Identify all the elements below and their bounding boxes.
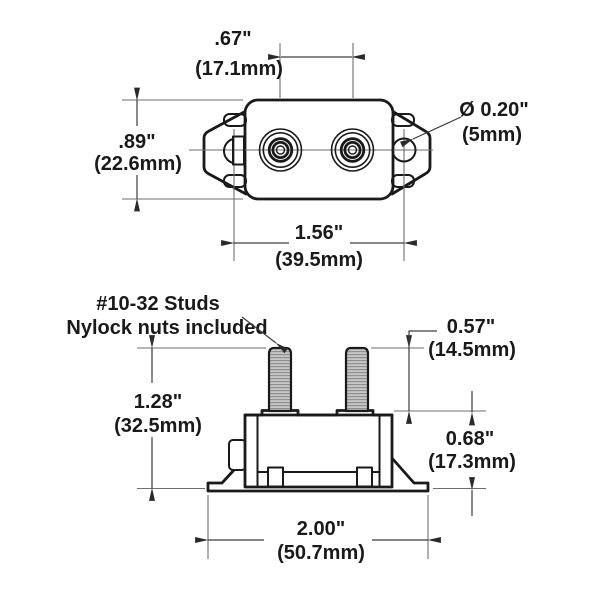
right-stud-top-view bbox=[330, 128, 375, 172]
dim-text-inch: 1.56" bbox=[295, 222, 343, 244]
dim-text-mm: (32.5mm) bbox=[114, 415, 202, 437]
right-mounting-ear bbox=[390, 109, 432, 196]
base-flange bbox=[206, 455, 430, 493]
stud-ring bbox=[275, 145, 286, 155]
dim-hook-line bbox=[408, 330, 437, 348]
dim-text-mm: (17.1mm) bbox=[195, 58, 283, 80]
dim-stud-spacing: .67" (17.1mm) bbox=[195, 28, 365, 80]
dim-hole-spacing: 1.56" (39.5mm) bbox=[221, 222, 417, 271]
dim-base-width: 2.00" (50.7mm) bbox=[195, 518, 441, 564]
right-mounting-hole bbox=[391, 137, 417, 163]
dim-text-mm: (50.7mm) bbox=[277, 542, 365, 564]
left-stud-side-view bbox=[267, 346, 293, 413]
dim-text-mm: (14.5mm) bbox=[428, 339, 516, 361]
slot-rectangle bbox=[232, 135, 245, 166]
dim-text-mm: (22.6mm) bbox=[94, 153, 182, 175]
leader-line bbox=[400, 116, 462, 148]
stud-ring bbox=[343, 140, 362, 159]
stud-ring bbox=[347, 145, 358, 155]
side-tab bbox=[228, 439, 247, 471]
stud-ring bbox=[330, 128, 375, 172]
right-stud-side-view bbox=[344, 346, 370, 413]
left-mounting-slot bbox=[223, 135, 245, 166]
ear-notch bbox=[223, 113, 247, 127]
dim-stud-height: 0.57" (14.5mm) bbox=[406, 316, 516, 424]
note-line1: #10-32 Studs bbox=[96, 293, 219, 315]
ear-notch bbox=[391, 113, 415, 127]
stud-ring bbox=[334, 132, 371, 169]
dim-text-mm: (5mm) bbox=[462, 124, 522, 146]
dim-text-mm: (17.3mm) bbox=[428, 451, 516, 473]
dim-text-inch: 0.57" bbox=[447, 316, 495, 338]
stud-ring bbox=[262, 132, 299, 169]
note-leader-line bbox=[241, 316, 289, 354]
ear-notch bbox=[223, 174, 247, 188]
dim-top-body-height: .89" (22.6mm) bbox=[94, 87, 243, 212]
dim-text-inch: .67" bbox=[214, 28, 251, 50]
dim-overall-height: 1.28" (32.5mm) bbox=[114, 335, 202, 501]
dim-text-inch: 2.00" bbox=[297, 518, 345, 540]
stud-ring bbox=[258, 128, 303, 172]
side-view: #10-32 Studs Nylock nuts included 0.57" … bbox=[66, 293, 515, 564]
top-view: .67" (17.1mm) Ø 0.20" (5mm) .89" (22.6mm… bbox=[94, 28, 529, 271]
dim-text-inch: 0.68" bbox=[446, 428, 494, 450]
left-stud-top-view bbox=[258, 128, 303, 172]
dim-text-inch: Ø 0.20" bbox=[459, 99, 529, 121]
note-line2: Nylock nuts included bbox=[66, 317, 267, 339]
dim-text-inch: 1.28" bbox=[134, 391, 182, 413]
stud-ring bbox=[339, 137, 366, 163]
dim-text-inch: .89" bbox=[118, 131, 155, 153]
mounting-foot bbox=[356, 466, 373, 488]
dim-hole-diameter: Ø 0.20" (5mm) bbox=[400, 99, 529, 148]
stud-ring bbox=[271, 140, 290, 159]
stud-ring bbox=[267, 137, 294, 163]
dim-side-body-height: 0.68" (17.3mm) bbox=[428, 391, 516, 516]
slot-arc bbox=[223, 138, 234, 164]
dim-text-mm: (39.5mm) bbox=[275, 249, 363, 271]
mounting-foot bbox=[267, 466, 284, 488]
stud-note: #10-32 Studs Nylock nuts included bbox=[66, 293, 289, 354]
ear-notch bbox=[391, 174, 415, 188]
body-top-edge-with-pads bbox=[243, 409, 394, 417]
